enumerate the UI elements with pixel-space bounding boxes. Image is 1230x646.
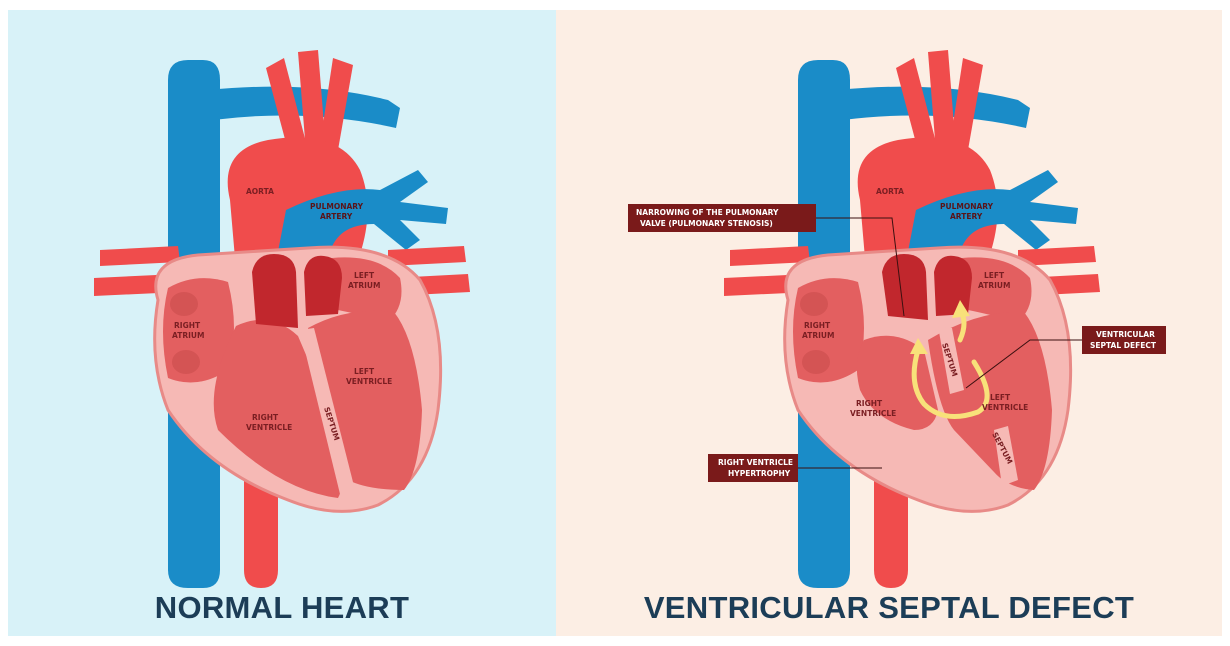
label-right-ventricle-1: RIGHT: [856, 399, 883, 408]
label-left-ventricle-2: VENTRICLE: [982, 403, 1028, 412]
label-left-atrium-1: LEFT: [354, 271, 375, 280]
label-right-atrium-2: ATRIUM: [802, 331, 834, 340]
right-atrium-spot: [802, 350, 830, 374]
label-right-atrium-1: RIGHT: [804, 321, 831, 330]
label-pulmonary-2: ARTERY: [320, 212, 353, 221]
label-left-atrium-2: ATRIUM: [348, 281, 380, 290]
label-right-ventricle-2: VENTRICLE: [246, 423, 292, 432]
caption-vsd: VENTRICULAR SEPTAL DEFECT: [556, 590, 1222, 626]
label-aorta: AORTA: [876, 187, 904, 196]
callout-stenosis-line2: VALVE (PULMONARY STENOSIS): [640, 219, 773, 228]
pulmonary-valve: [252, 254, 298, 328]
callout-hypertrophy-line2: HYPERTROPHY: [728, 469, 791, 478]
label-pulmonary-2: ARTERY: [950, 212, 983, 221]
label-left-ventricle-2: VENTRICLE: [346, 377, 392, 386]
label-right-atrium-1: RIGHT: [174, 321, 201, 330]
right-atrium-spot: [172, 350, 200, 374]
normal-heart-panel: AORTA PULMONARY ARTERY LEFT ATRIUM RIGHT…: [8, 10, 556, 636]
vsd-panel: AORTA PULMONARY ARTERY LEFT ATRIUM RIGHT…: [556, 10, 1222, 636]
right-atrium-spot: [800, 292, 828, 316]
aortic-valve: [304, 256, 342, 316]
label-left-atrium-1: LEFT: [984, 271, 1005, 280]
label-left-ventricle-1: LEFT: [354, 367, 375, 376]
callout-hypertrophy-line1: RIGHT VENTRICLE: [718, 458, 793, 467]
label-left-atrium-2: ATRIUM: [978, 281, 1010, 290]
right-atrium-spot: [170, 292, 198, 316]
caption-normal-heart: NORMAL HEART: [8, 590, 556, 626]
label-right-ventricle-2: VENTRICLE: [850, 409, 896, 418]
vsd-heart-diagram: AORTA PULMONARY ARTERY LEFT ATRIUM RIGHT…: [556, 10, 1222, 636]
label-left-ventricle-1: LEFT: [990, 393, 1011, 402]
callout-stenosis-line1: NARROWING OF THE PULMONARY: [636, 208, 779, 217]
label-pulmonary-1: PULMONARY: [310, 202, 364, 211]
callout-stenosis: NARROWING OF THE PULMONARY VALVE (PULMON…: [628, 204, 816, 232]
callout-vsd-line1: VENTRICULAR: [1096, 330, 1155, 339]
normal-heart-diagram: AORTA PULMONARY ARTERY LEFT ATRIUM RIGHT…: [8, 10, 556, 636]
callout-vsd: VENTRICULAR SEPTAL DEFECT: [1082, 326, 1166, 354]
label-right-atrium-2: ATRIUM: [172, 331, 204, 340]
aortic-valve: [934, 256, 972, 316]
callout-vsd-line2: SEPTAL DEFECT: [1090, 341, 1157, 350]
label-aorta: AORTA: [246, 187, 274, 196]
callout-hypertrophy: RIGHT VENTRICLE HYPERTROPHY: [708, 454, 798, 482]
label-right-ventricle-1: RIGHT: [252, 413, 279, 422]
label-pulmonary-1: PULMONARY: [940, 202, 994, 211]
pulmonary-valve: [882, 254, 928, 320]
